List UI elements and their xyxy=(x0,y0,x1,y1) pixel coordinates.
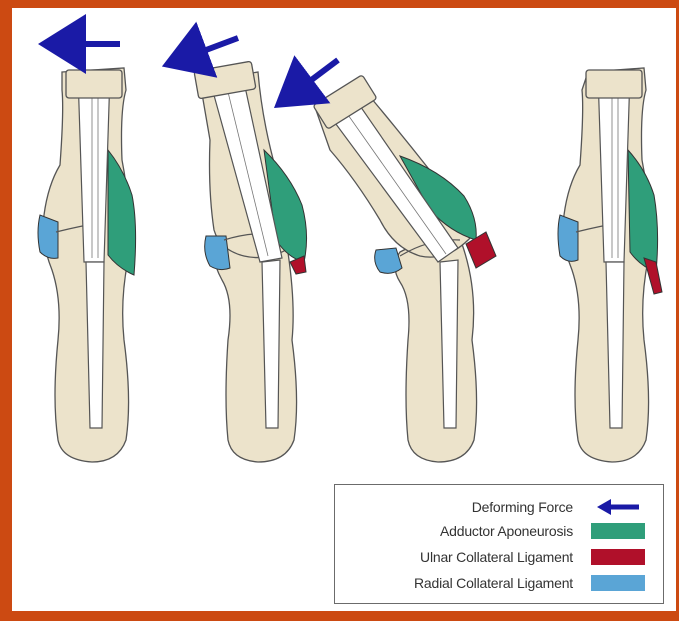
radial-collateral-ligament xyxy=(38,215,58,258)
distal-phalanx-cap xyxy=(66,70,122,98)
tendon xyxy=(78,74,110,262)
radial-collateral-ligament xyxy=(205,236,230,270)
legend: Deforming Force Adductor Aponeurosis Uln… xyxy=(334,484,664,604)
legend-label: Adductor Aponeurosis xyxy=(440,523,573,539)
panel-4-stener-lesion xyxy=(558,68,662,462)
ulnar-collateral-ligament xyxy=(644,258,662,294)
deforming-force-arrow xyxy=(298,60,338,90)
proximal-phalanx xyxy=(395,241,477,462)
distal-phalanx-cap xyxy=(586,70,642,98)
legend-swatch xyxy=(591,523,645,539)
panel-1-normal xyxy=(38,44,136,462)
legend-label: Radial Collateral Ligament xyxy=(414,575,573,591)
radial-collateral-ligament xyxy=(558,215,578,261)
legend-row-ulnar-collateral-ligament: Ulnar Collateral Ligament xyxy=(335,547,665,569)
tendon xyxy=(598,74,630,262)
panel-2-early-deviation xyxy=(190,38,307,462)
legend-swatch xyxy=(591,549,645,565)
legend-row-deforming-force: Deforming Force xyxy=(335,497,665,519)
legend-label: Deforming Force xyxy=(472,499,573,515)
ulnar-collateral-ligament xyxy=(290,256,306,274)
arrow-left-icon xyxy=(595,498,641,516)
legend-swatch xyxy=(591,575,645,591)
radial-collateral-ligament xyxy=(375,248,402,273)
legend-row-radial-collateral-ligament: Radial Collateral Ligament xyxy=(335,573,665,595)
deforming-force-arrow xyxy=(190,38,238,56)
panel-3-ligament-rupture xyxy=(298,60,496,462)
legend-label: Ulnar Collateral Ligament xyxy=(420,549,573,565)
legend-row-adductor-aponeurosis: Adductor Aponeurosis xyxy=(335,521,665,543)
